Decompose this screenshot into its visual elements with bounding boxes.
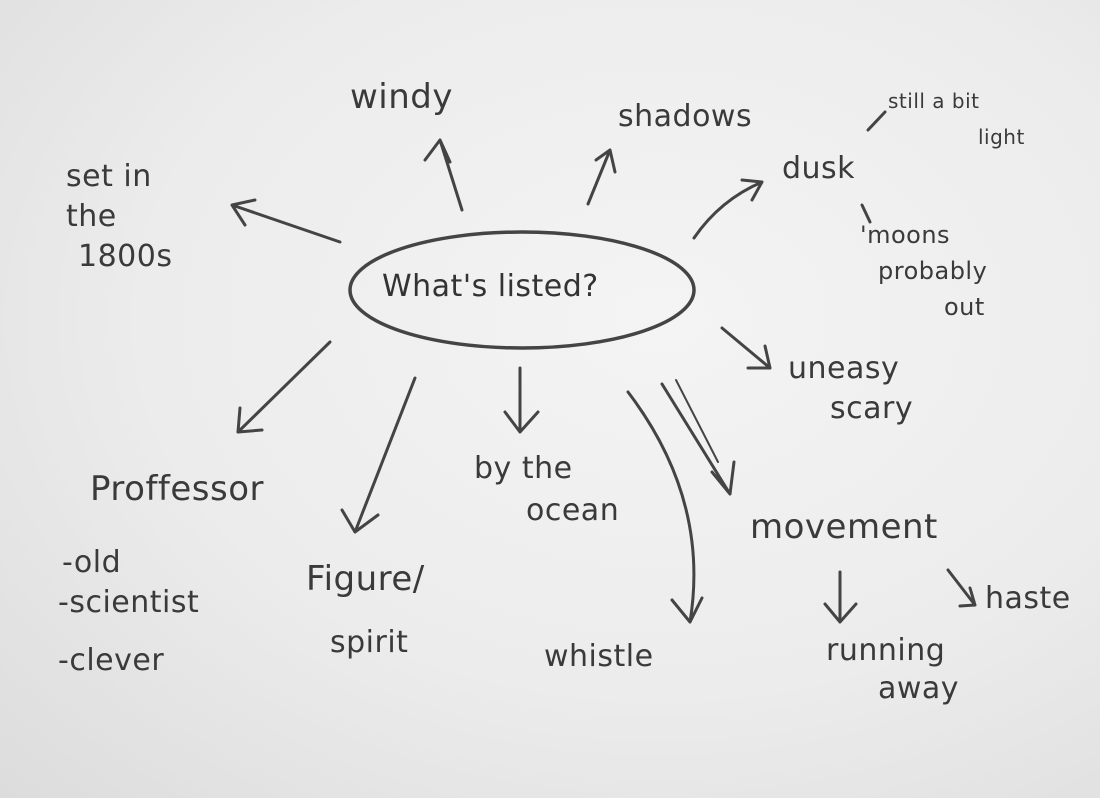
center-ellipse bbox=[348, 230, 696, 350]
arrow-to-windy bbox=[423, 138, 464, 212]
node-line: out bbox=[944, 293, 985, 321]
node-dusk: dusk bbox=[782, 151, 856, 186]
node-line: Figure/ bbox=[306, 559, 425, 599]
node-line: light bbox=[978, 125, 1025, 149]
arrow-to-haste bbox=[946, 568, 977, 608]
node-whistle: whistle bbox=[544, 639, 654, 674]
arrow-to-shadows bbox=[586, 148, 617, 206]
node-line: running bbox=[826, 633, 946, 668]
node-line: set in bbox=[66, 159, 152, 194]
node-line: 1800s bbox=[78, 239, 173, 274]
professor-trait: -clever bbox=[58, 643, 165, 678]
professor-title: Proffessor bbox=[90, 469, 265, 509]
professor-trait: -old bbox=[62, 545, 122, 580]
arrow-to-figure bbox=[340, 376, 417, 534]
arrow-to-movement bbox=[660, 382, 736, 496]
professor-trait: -scientist bbox=[58, 585, 200, 620]
node-line: still a bit bbox=[888, 89, 980, 113]
arrow-to-dusk bbox=[692, 178, 764, 240]
arrow-to-running-away bbox=[823, 570, 858, 624]
arrow-to-uneasy bbox=[720, 326, 772, 370]
connector-dusk-still-light bbox=[866, 110, 887, 132]
arrow-to-movement-second-line bbox=[675, 379, 719, 463]
node-line: by the bbox=[474, 451, 573, 486]
node-haste: haste bbox=[985, 581, 1071, 616]
node-shadows: shadows bbox=[618, 99, 753, 134]
node-line: probably bbox=[878, 257, 988, 285]
arrow-to-professor bbox=[236, 340, 332, 434]
arrow-to-set-in-1800s bbox=[230, 198, 342, 244]
node-line: scary bbox=[830, 391, 914, 426]
node-line: spirit bbox=[330, 625, 409, 660]
arrow-to-whistle bbox=[626, 390, 704, 624]
node-line: away bbox=[878, 671, 960, 706]
node-movement: movement bbox=[750, 507, 938, 547]
center-label: What's listed? bbox=[382, 269, 599, 304]
arrow-to-by-the-ocean bbox=[503, 366, 540, 434]
node-windy: windy bbox=[350, 77, 454, 117]
node-line: 'moons bbox=[860, 221, 951, 249]
node-line: ocean bbox=[526, 493, 620, 528]
node-line: uneasy bbox=[788, 351, 900, 386]
connector-dusk-moons bbox=[860, 203, 872, 224]
node-line: the bbox=[66, 199, 117, 234]
